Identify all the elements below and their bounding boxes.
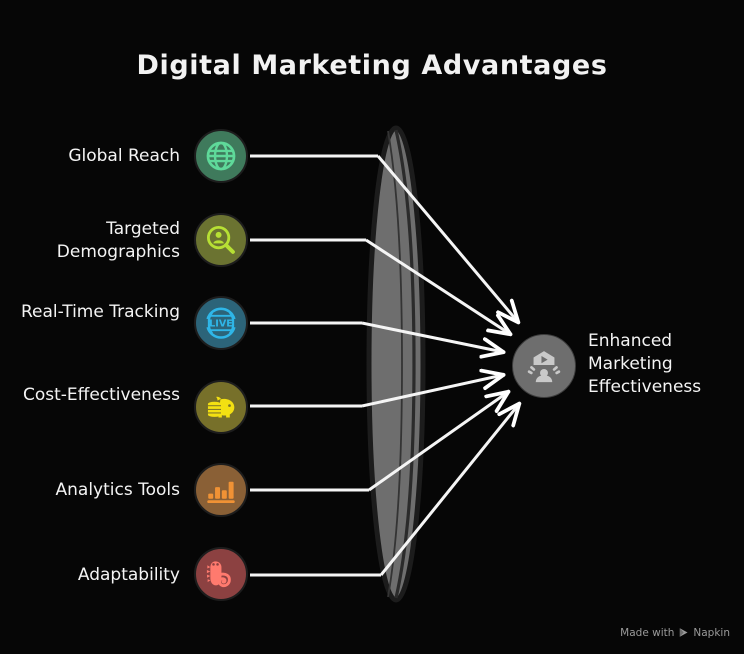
source-label-cost-effectiveness: Cost-Effectiveness xyxy=(22,385,180,405)
source-label-real-time-tracking: Real-Time Tracking xyxy=(20,302,180,322)
arrow-targeted-demographics xyxy=(365,238,510,334)
globe-icon xyxy=(206,141,236,171)
source-badge-targeted-demographics[interactable] xyxy=(194,213,248,267)
source-badge-global-reach[interactable] xyxy=(194,129,248,183)
target-badge-enhanced-marketing-effectiveness[interactable] xyxy=(512,334,576,398)
watermark-prefix: Made with xyxy=(620,627,675,640)
piggy-bank-icon xyxy=(207,396,235,418)
user-search-icon xyxy=(206,225,235,254)
source-label-adaptability: Adaptability xyxy=(77,565,180,585)
source-badge-adaptability[interactable] xyxy=(194,547,248,601)
bar-chart-icon xyxy=(207,481,235,504)
target-arrows xyxy=(361,155,519,576)
watermark-brand: Napkin xyxy=(693,627,730,640)
arrow-global-reach xyxy=(376,155,518,322)
source-label-analytics-tools: Analytics Tools xyxy=(55,480,180,500)
arrow-analytics-tools xyxy=(368,392,508,492)
play-icon xyxy=(678,627,689,641)
source-label-targeted-demographics: Targeted Demographics xyxy=(56,219,180,262)
live-globe-icon: LIVE xyxy=(206,307,236,339)
source-badge-cost-effectiveness[interactable] xyxy=(194,380,248,434)
target-label-enhanced-marketing-effectiveness: Enhanced Marketing Effectiveness xyxy=(588,331,702,397)
source-label-global-reach: Global Reach xyxy=(68,146,180,166)
source-badge-real-time-tracking[interactable]: LIVE xyxy=(194,296,248,350)
chameleon-icon xyxy=(206,561,231,588)
page-title: Digital Marketing Advantages xyxy=(136,50,608,81)
arrow-adaptability xyxy=(379,404,519,576)
source-connectors xyxy=(250,154,381,577)
svg-text:LIVE: LIVE xyxy=(209,318,233,329)
napkin-watermark: Made with Napkin xyxy=(620,627,730,641)
arrow-cost-effectiveness xyxy=(361,375,503,408)
arrow-real-time-tracking xyxy=(361,321,503,352)
marketing-broadcast-icon xyxy=(527,351,561,383)
source-badge-analytics-tools[interactable] xyxy=(194,463,248,517)
